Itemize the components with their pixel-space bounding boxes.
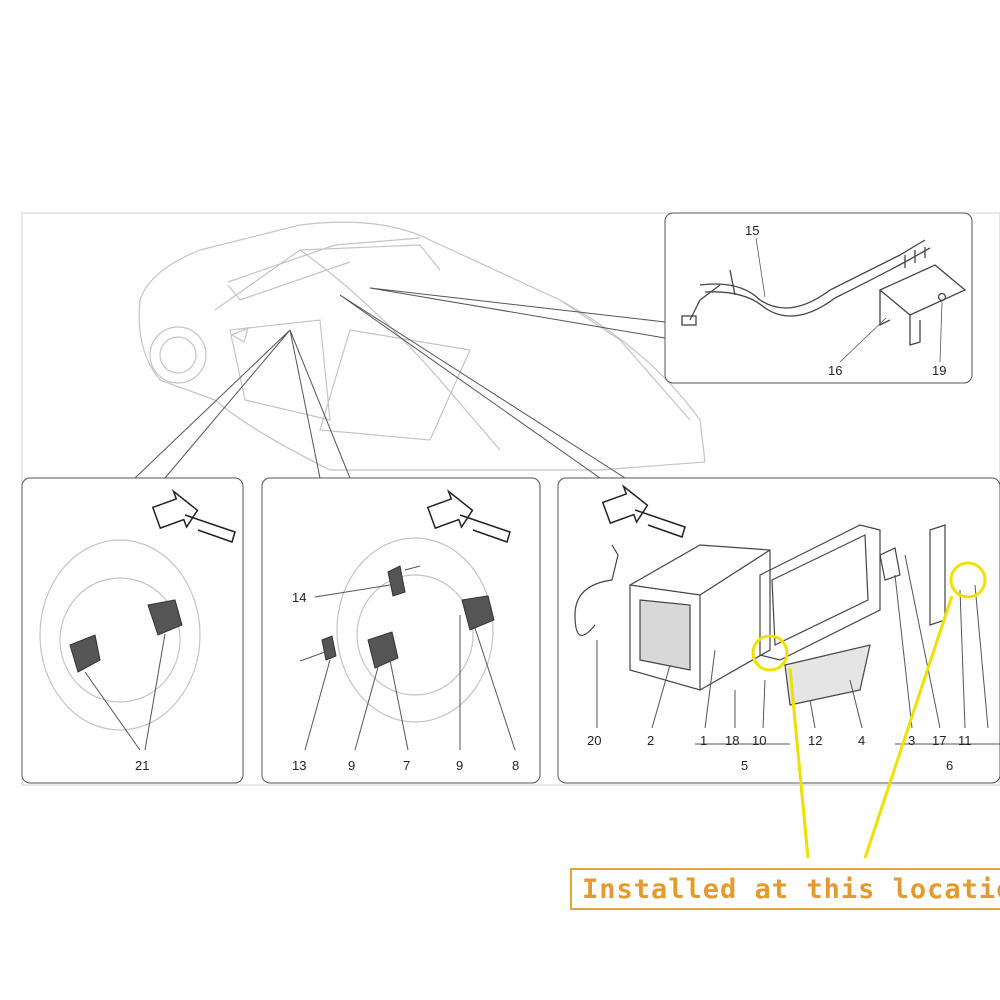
highlight-circle-left [751, 634, 789, 672]
inset-steering-wheel-left: 21 [21, 477, 244, 784]
part-label-19: 19 [932, 363, 946, 378]
part-label-3: 3 [908, 733, 915, 748]
part-label-1: 1 [700, 733, 707, 748]
part-label-14: 14 [292, 590, 306, 605]
inset-head-unit: 20 2 1 18 10 12 4 3 17 11 5 6 [557, 477, 1000, 784]
part-label-12: 12 [808, 733, 822, 748]
part-label-9-left: 9 [348, 758, 355, 773]
inset-wiring: 15 16 19 [664, 212, 973, 384]
part-label-4: 4 [858, 733, 865, 748]
part-label-11: 11 [958, 733, 972, 748]
part-label-8: 8 [512, 758, 519, 773]
part-label-18: 18 [725, 733, 739, 748]
highlight-pointer-left [788, 667, 810, 859]
highlight-circle-right [949, 561, 987, 599]
group-label-6: 6 [946, 758, 953, 773]
part-label-7: 7 [403, 758, 410, 773]
highlight-pointer-right [863, 595, 954, 859]
part-label-13: 13 [292, 758, 306, 773]
part-label-2: 2 [647, 733, 654, 748]
part-label-16: 16 [828, 363, 842, 378]
group-label-5: 5 [741, 758, 748, 773]
car-outline [138, 221, 706, 471]
highlight-annotation [751, 561, 987, 859]
inset-steering-wheel-center: 14 13 9 7 9 8 [261, 477, 541, 784]
part-label-10: 10 [752, 733, 766, 748]
part-label-15: 15 [745, 223, 759, 238]
part-label-17: 17 [932, 733, 946, 748]
installed-location-callout: Installed at this location [570, 868, 1000, 910]
part-label-21: 21 [135, 758, 149, 773]
callout-text: Installed at this location [582, 874, 1000, 905]
part-label-9-right: 9 [456, 758, 463, 773]
part-label-20: 20 [587, 733, 601, 748]
direction-arrow-icon [151, 489, 199, 530]
